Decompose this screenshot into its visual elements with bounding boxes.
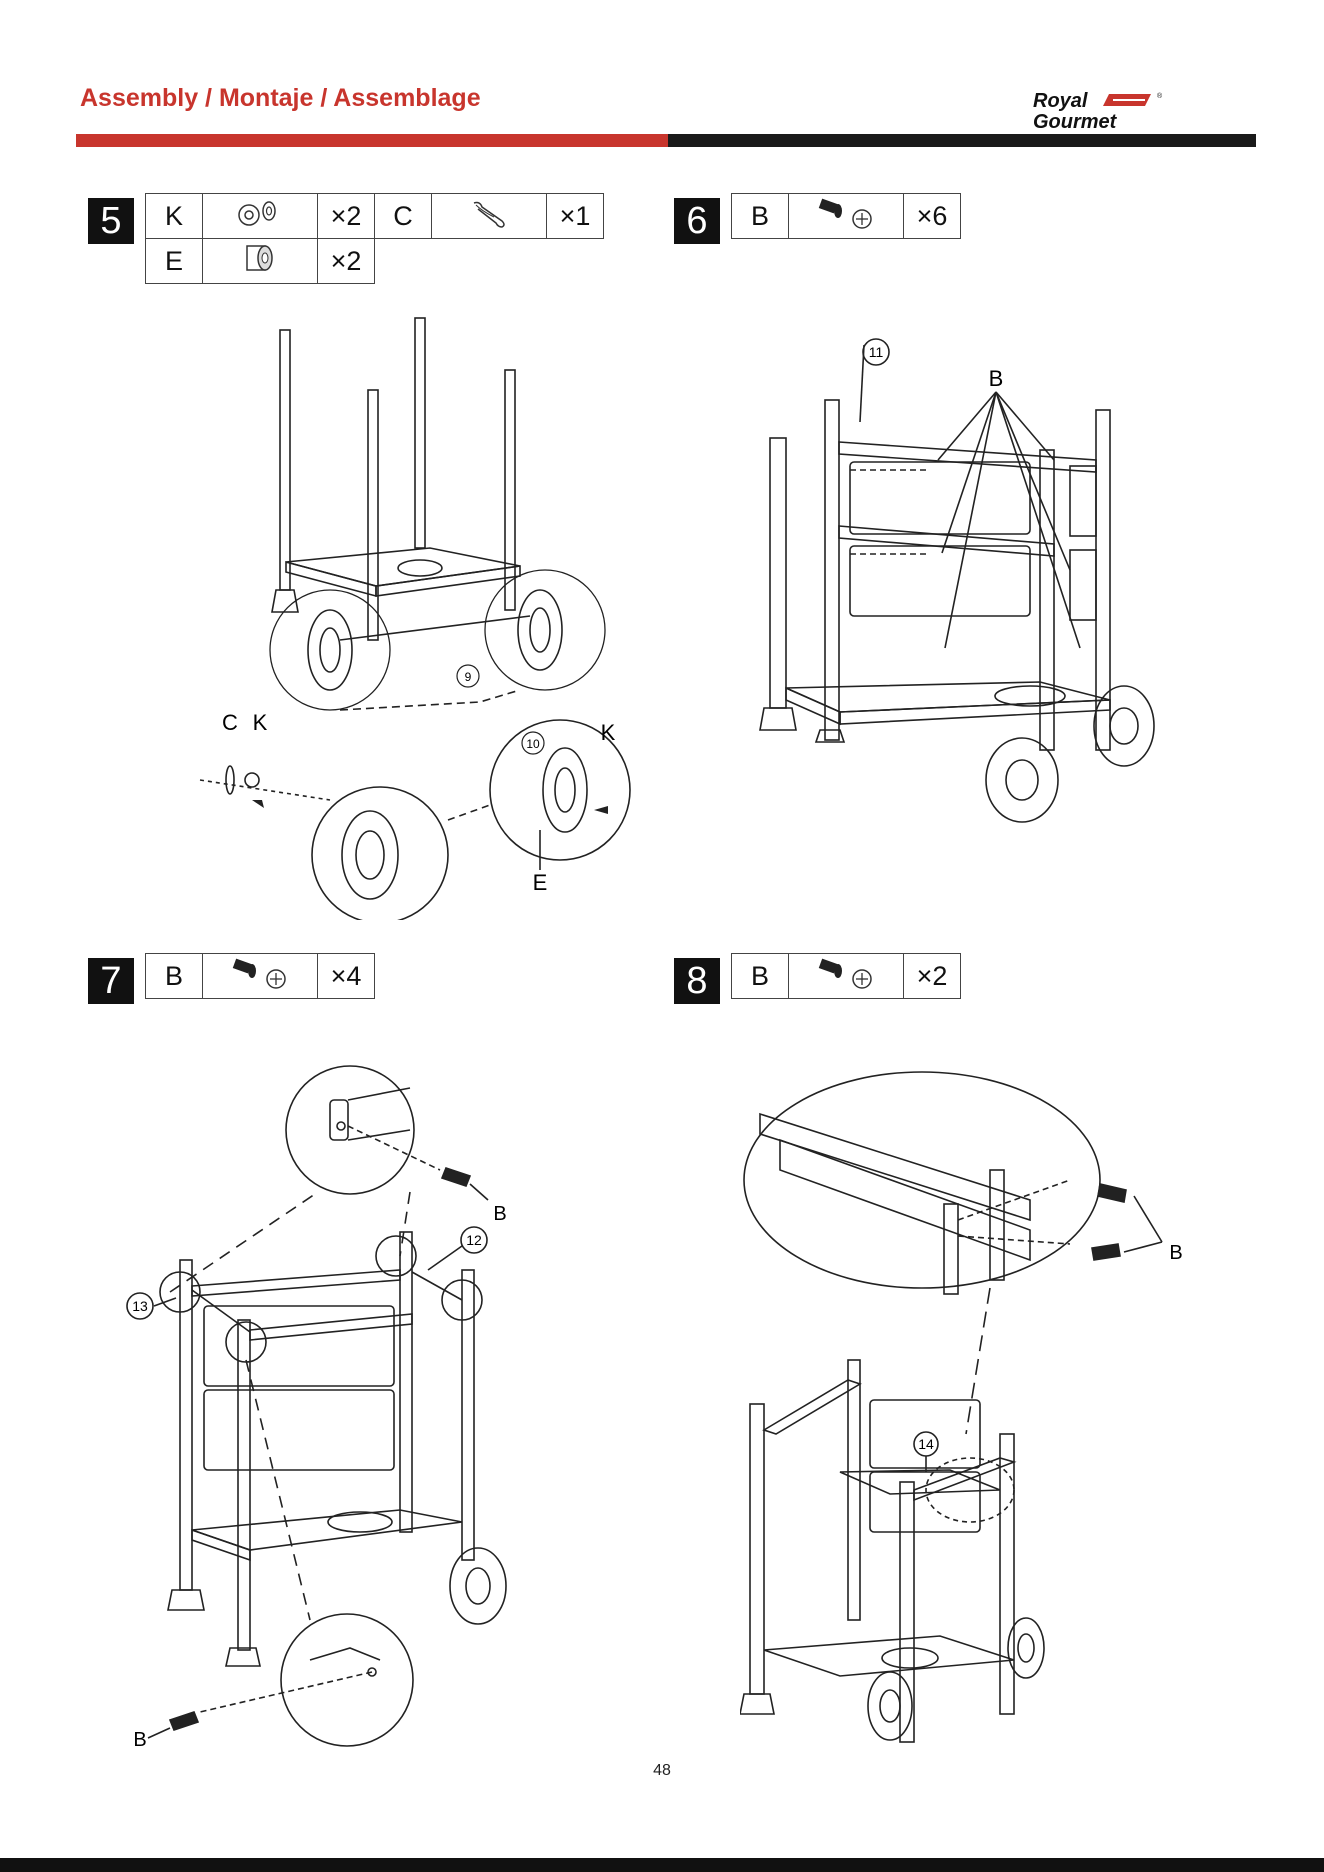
step-6-number: 6: [674, 198, 720, 244]
part-qty: ×6: [904, 194, 961, 239]
callout-k: K: [253, 710, 268, 735]
step-8-number: 8: [674, 958, 720, 1004]
part-picture: [789, 194, 904, 239]
step-6-parts-table: B ×6: [731, 193, 961, 239]
part-qty: ×2: [318, 239, 375, 284]
bolt-icon: [806, 955, 886, 991]
part-picture: [203, 239, 318, 284]
step-5-parts-table: K ×2 C ×1 E ×2: [145, 193, 604, 284]
part-11-label: 11: [869, 344, 884, 360]
header-rule-red: [76, 134, 668, 147]
part-letter: E: [146, 239, 203, 284]
part-letter: K: [146, 194, 203, 239]
bolt-icon: [806, 195, 886, 231]
washer-icon: [225, 195, 295, 231]
callout-e: E: [533, 870, 548, 895]
part-10-label: 10: [526, 737, 540, 751]
svg-text:Gourmet: Gourmet: [1033, 111, 1118, 130]
step-7-number: 7: [88, 958, 134, 1004]
part-picture: [789, 954, 904, 999]
page-number: 48: [0, 1762, 1324, 1780]
callout-b-bottom: B: [133, 1729, 146, 1750]
step-7-parts-table: B ×4: [145, 953, 375, 999]
wheel-spacer-icon: [225, 240, 295, 276]
bottom-bar: [0, 1858, 1324, 1872]
header-rule-black: [668, 134, 1256, 147]
cotter-pin-icon: [454, 195, 524, 231]
step-7-illustration: B B 12 13: [110, 1060, 550, 1750]
part-letter: B: [146, 954, 203, 999]
callout-b: B: [989, 366, 1004, 391]
part-9-label: 9: [465, 670, 472, 684]
svg-text:Royal: Royal: [1033, 90, 1088, 112]
callout-b-top: B: [493, 1203, 506, 1225]
step-5-illustration: 9 10 C K K E: [190, 300, 660, 920]
part-qty: ×4: [318, 954, 375, 999]
part-letter: B: [732, 954, 789, 999]
svg-text:®: ®: [1157, 92, 1163, 100]
step-8-parts-table: B ×2: [731, 953, 961, 999]
part-qty: ×2: [318, 194, 375, 239]
step-5-number: 5: [88, 198, 134, 244]
callout-c: C: [222, 710, 238, 735]
part-12-label: 12: [466, 1232, 482, 1248]
part-14-label: 14: [918, 1436, 934, 1452]
part-13-label: 13: [132, 1298, 148, 1314]
step-8-illustration: B 14: [740, 1070, 1200, 1750]
part-picture: [432, 194, 547, 239]
step-6-illustration: 11 B: [740, 330, 1180, 830]
bolt-icon: [220, 955, 300, 991]
royal-gourmet-logo: Royal Gourmet ®: [1025, 88, 1225, 130]
part-letter: C: [375, 194, 432, 239]
part-qty: ×1: [547, 194, 604, 239]
page-title: Assembly / Montaje / Assemblage: [80, 84, 481, 113]
part-qty: ×2: [904, 954, 961, 999]
part-picture: [203, 194, 318, 239]
part-letter: B: [732, 194, 789, 239]
callout-k2: K: [601, 720, 616, 745]
callout-b: B: [1169, 1242, 1182, 1264]
part-picture: [203, 954, 318, 999]
